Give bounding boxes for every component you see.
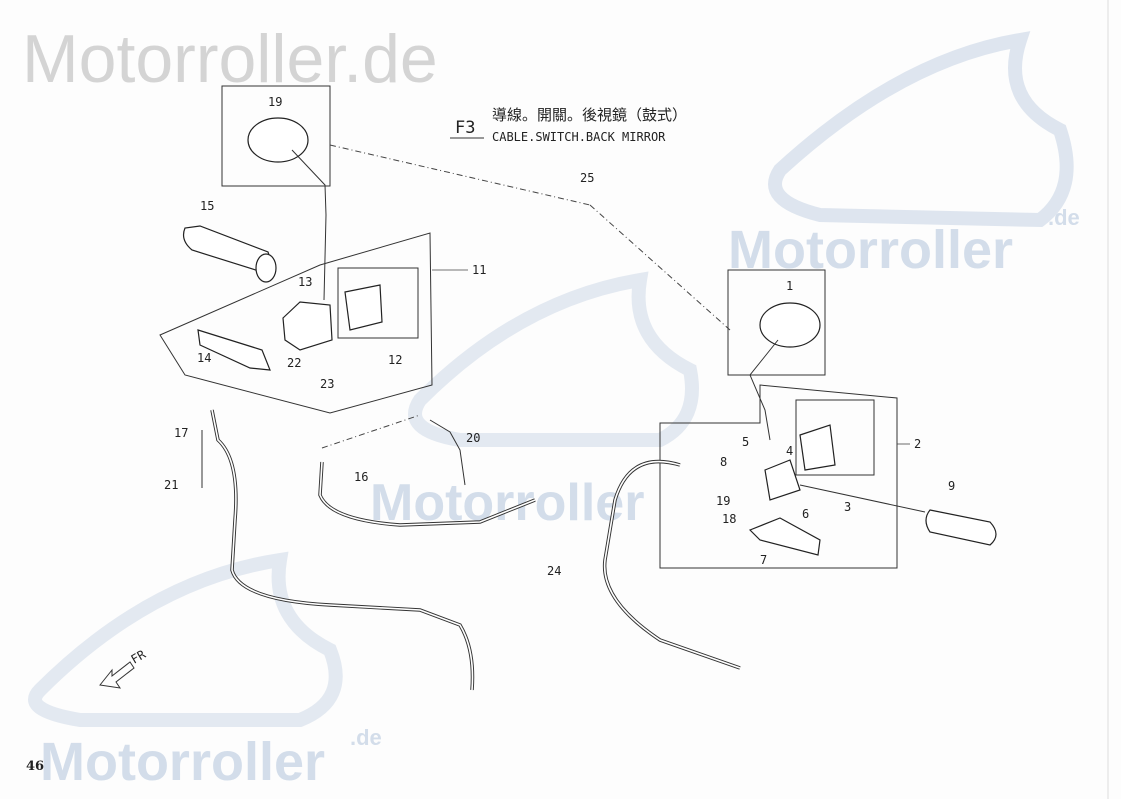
- left-switch-box: [337, 267, 419, 339]
- callout-15: 15: [200, 199, 214, 213]
- left-mirror-box: [221, 85, 331, 187]
- page-number: 46: [26, 759, 44, 774]
- front-brake-cable-24-inner: [603, 460, 741, 669]
- callout-19-right: 19: [716, 494, 730, 508]
- right-lever-bracket: [764, 459, 801, 501]
- callout-17: 17: [174, 426, 188, 440]
- callout-9: 9: [948, 479, 955, 493]
- callout-1: 1: [786, 279, 793, 293]
- callout-20: 20: [466, 431, 480, 445]
- right-brake-lever: [748, 517, 821, 556]
- watermark-suffix-right: .de: [1048, 205, 1080, 230]
- callout-6: 6: [802, 507, 809, 521]
- watermark-scooter-right: [768, 31, 1074, 228]
- callout-21: 21: [164, 478, 178, 492]
- left-lever-bracket: [282, 301, 333, 351]
- right-switch-housing: [799, 424, 836, 471]
- watermark-brand-bottom: Motorroller: [40, 732, 325, 792]
- watermark-suffix-bottom: .de: [350, 725, 382, 750]
- callout-13: 13: [298, 275, 312, 289]
- callout-2: 2: [914, 437, 921, 451]
- callout-11: 11: [472, 263, 486, 277]
- cable-16-inner: [319, 461, 536, 526]
- left-mirror-stem: [291, 149, 327, 301]
- callout-18: 18: [722, 512, 736, 526]
- callout-7: 7: [760, 553, 767, 567]
- rear-brake-cable-inner: [211, 409, 474, 691]
- right-assembly-outline: [659, 384, 898, 569]
- callout-16: 16: [354, 470, 368, 484]
- diagram-code: F3: [455, 118, 475, 138]
- callout-24: 24: [547, 564, 561, 578]
- front-direction-arrow-icon: [99, 661, 135, 689]
- callout-12: 12: [388, 353, 402, 367]
- title-english: CABLE.SWITCH.BACK MIRROR: [492, 130, 666, 144]
- leader-25-left: [329, 144, 591, 206]
- rear-brake-cable: [210, 409, 475, 691]
- callout-25: 25: [580, 171, 594, 185]
- watermark-scooter-left: [28, 551, 343, 727]
- watermark-brand-right: Motorroller: [728, 220, 1013, 280]
- right-switch-box: [795, 399, 875, 476]
- callout-22: 22: [287, 356, 301, 370]
- switch-wire-20: [429, 419, 466, 486]
- watermark-brand-center: Motorroller: [370, 474, 644, 532]
- title-chinese: 導線。開關。後視鏡（鼓式）: [492, 106, 687, 124]
- left-switch-housing: [344, 284, 383, 331]
- callout-19-left: 19: [268, 95, 282, 109]
- right-mirror: [759, 302, 821, 348]
- callout-3: 3: [844, 500, 851, 514]
- callout-5: 5: [742, 435, 749, 449]
- watermark-scooter-center: [408, 271, 699, 447]
- leader-16: [321, 414, 421, 449]
- right-mirror-box: [727, 269, 826, 376]
- right-grip: [925, 509, 997, 546]
- callout-14: 14: [197, 351, 211, 365]
- right-mirror-stem: [749, 339, 779, 441]
- direction-label: FR: [129, 647, 149, 667]
- left-mirror: [247, 117, 309, 163]
- left-assembly-outline: [159, 232, 433, 414]
- callout-4: 4: [786, 444, 793, 458]
- leader-25-right: [589, 204, 731, 331]
- callout-labels: 19 15 13 11 14 12 22 23 17 21 16 20 25 1…: [164, 95, 955, 578]
- callout-23: 23: [320, 377, 334, 391]
- watermark-top: Motorroller.de: [22, 21, 438, 97]
- left-grip-end: [255, 253, 277, 283]
- left-brake-lever: [197, 329, 271, 371]
- handlebar-axis: [799, 484, 926, 513]
- callout-8: 8: [720, 455, 727, 469]
